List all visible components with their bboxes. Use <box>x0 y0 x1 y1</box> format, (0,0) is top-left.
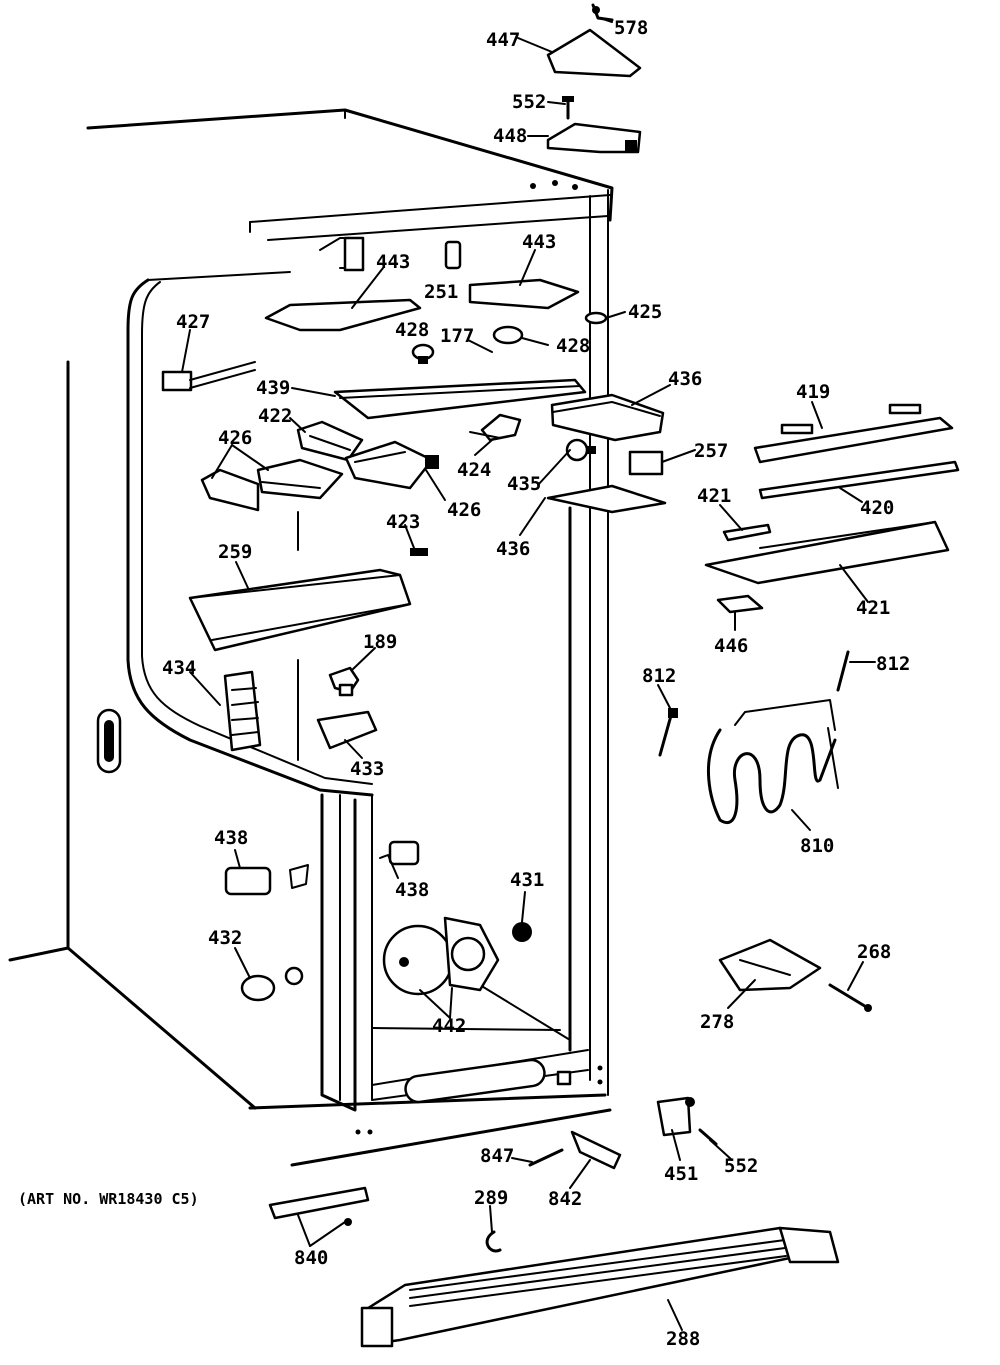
part-278-label: 278 <box>700 1011 734 1033</box>
part-422-label: 422 <box>258 405 292 427</box>
part-436-label: 436 <box>496 538 530 560</box>
part-447-label: 447 <box>486 29 520 51</box>
part-443-label: 443 <box>376 251 410 273</box>
part-428-label: 428 <box>556 335 590 357</box>
part-448-label: 448 <box>493 125 527 147</box>
part-812-label: 812 <box>642 665 676 687</box>
part-425-label: 425 <box>628 301 662 323</box>
part-436-label: 436 <box>668 368 702 390</box>
part-288-label: 288 <box>666 1328 700 1350</box>
part-434-label: 434 <box>162 657 196 679</box>
refrigerator-cabinet <box>8 108 614 1167</box>
part-443-label: 443 <box>522 231 556 253</box>
art-number-label: (ART NO. WR18430 C5) <box>18 1190 199 1208</box>
part-438-label: 438 <box>214 827 248 849</box>
part-289-label: 289 <box>474 1187 508 1209</box>
part-426-label: 426 <box>218 427 252 449</box>
part-189-label: 189 <box>363 631 397 653</box>
part-431-label: 431 <box>510 869 544 891</box>
part-433-label: 433 <box>350 758 384 780</box>
part-842-label: 842 <box>548 1188 582 1210</box>
part-labels: 578 447 552 448 443 443 251 425 427 428 … <box>18 17 910 1350</box>
part-552-label: 552 <box>724 1155 758 1177</box>
part-268-label: 268 <box>857 941 891 963</box>
part-259-label: 259 <box>218 541 252 563</box>
part-420-label: 420 <box>860 497 894 519</box>
part-446-label: 446 <box>714 635 748 657</box>
part-435-label: 435 <box>507 473 541 495</box>
part-177-label: 177 <box>440 325 474 347</box>
part-847-label: 847 <box>480 1145 514 1167</box>
part-251-label: 251 <box>424 281 458 303</box>
part-438-label: 438 <box>395 879 429 901</box>
part-426-label: 426 <box>447 499 481 521</box>
part-421-label: 421 <box>856 597 890 619</box>
part-419-label: 419 <box>796 381 830 403</box>
part-427-label: 427 <box>176 311 210 333</box>
part-840-label: 840 <box>294 1247 328 1269</box>
part-812-label: 812 <box>876 653 910 675</box>
part-432-label: 432 <box>208 927 242 949</box>
part-810-label: 810 <box>800 835 834 857</box>
part-428-label: 428 <box>395 319 429 341</box>
part-451-label: 451 <box>664 1163 698 1185</box>
leader-lines <box>181 17 876 1331</box>
part-257-label: 257 <box>694 440 728 462</box>
part-423-label: 423 <box>386 511 420 533</box>
part-552-label: 552 <box>512 91 546 113</box>
part-424-label: 424 <box>457 459 491 481</box>
part-421-label: 421 <box>697 485 731 507</box>
part-442-label: 442 <box>432 1015 466 1037</box>
part-shapes <box>161 3 960 1348</box>
part-439-label: 439 <box>256 377 290 399</box>
part-578-label: 578 <box>614 17 648 39</box>
